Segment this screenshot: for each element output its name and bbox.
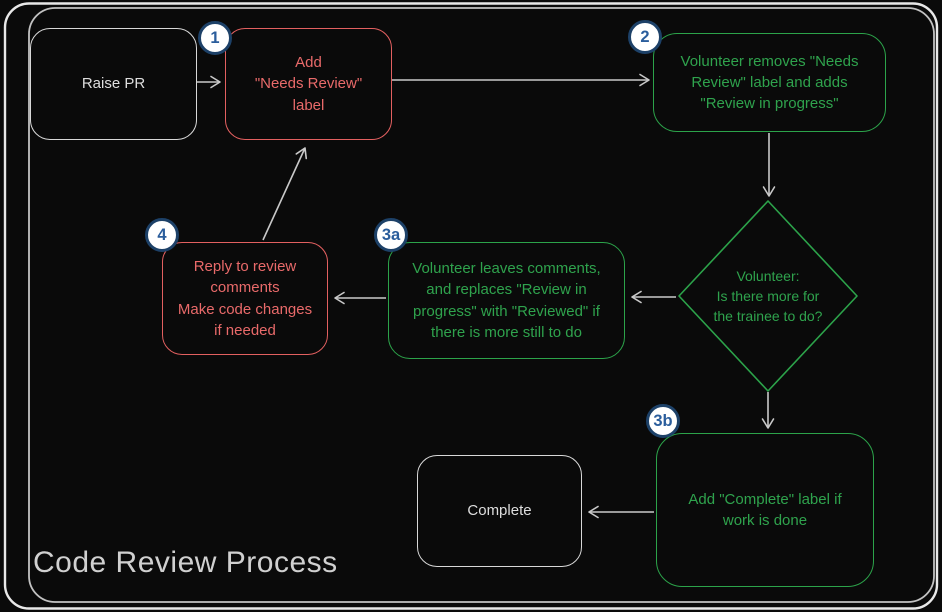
node-add-needs-review-text: Add "Needs Review" label [254, 54, 363, 114]
step-badge-4: 4 [145, 218, 179, 252]
node-decision-question[interactable]: Volunteer: Is there more for the trainee… [678, 246, 858, 346]
node-decision-text: Volunteer: Is there more for the trainee… [713, 267, 823, 325]
node-add-needs-review-label[interactable]: Add "Needs Review" label [225, 28, 392, 140]
node-add-complete-label[interactable]: Add "Complete" label if work is done [656, 433, 874, 587]
node-volunteer-leaves-comments-text: Volunteer leaves comments, and replaces … [412, 259, 601, 341]
step-badge-3a-number: 3a [381, 225, 401, 244]
step-badge-3b-number: 3b [653, 411, 673, 430]
node-volunteer-removes-label[interactable]: Volunteer removes "Needs Review" label a… [653, 33, 886, 132]
step-badge-4-number: 4 [157, 225, 167, 244]
node-add-complete-label-text: Add "Complete" label if work is done [688, 490, 842, 529]
outer-frame [3, 2, 939, 610]
step-badge-1-number: 1 [210, 28, 220, 47]
node-reply-to-review-comments-text: Reply to review comments Make code chang… [177, 257, 313, 339]
inner-frame [28, 7, 935, 603]
node-complete-label: Complete [467, 502, 532, 520]
node-raise-pr[interactable]: Raise PR [30, 28, 197, 140]
step-badge-3a: 3a [374, 218, 408, 252]
step-badge-2-number: 2 [640, 27, 650, 46]
node-raise-pr-label: Raise PR [81, 75, 146, 93]
diagram-title: Code Review Process [33, 546, 338, 579]
decision-diamond-shape[interactable] [678, 200, 858, 392]
node-volunteer-leaves-comments[interactable]: Volunteer leaves comments, and replaces … [388, 242, 625, 359]
step-badge-2: 2 [628, 20, 662, 54]
node-complete[interactable]: Complete [417, 455, 582, 567]
step-badge-3b: 3b [646, 404, 680, 438]
node-volunteer-removes-text: Volunteer removes "Needs Review" label a… [680, 52, 859, 113]
arrow-step4-to-step1 [262, 147, 308, 241]
step-badge-1: 1 [198, 21, 232, 55]
node-reply-to-review-comments[interactable]: Reply to review comments Make code chang… [162, 242, 328, 355]
